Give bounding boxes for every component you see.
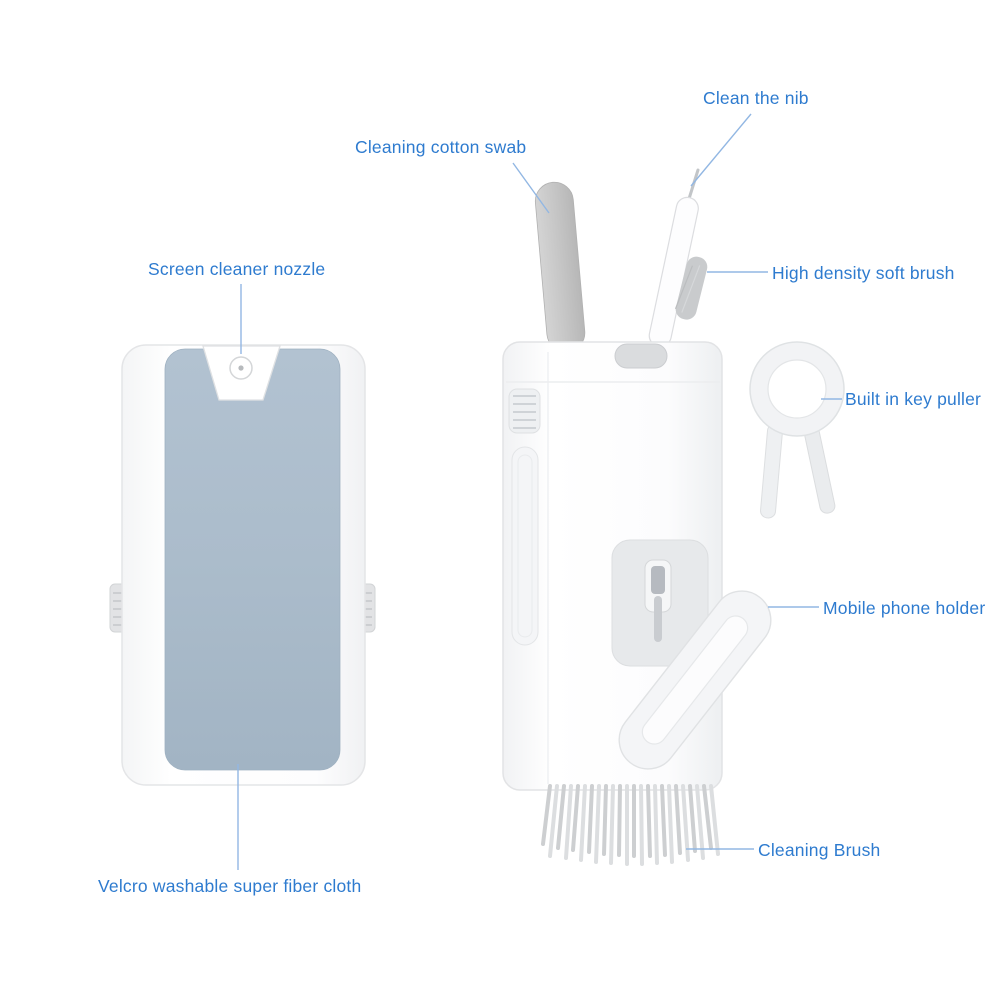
cotton-swab [534,181,586,353]
callout-clean-the-nib: Clean the nib [703,88,809,108]
pen-slot [614,343,668,369]
leader-clean-nib [690,113,752,187]
side-groove [511,446,539,646]
grip-ridges [508,388,541,434]
soft-brush [674,256,708,320]
fiber-cloth-panel [164,348,341,771]
nozzle-hole [238,365,244,371]
callout-soft-brush: High density soft brush [772,263,955,283]
phone-holder-arm [618,590,772,770]
callout-cleaning-brush: Cleaning Brush [758,840,881,860]
spray-bottle [109,344,376,786]
brush-bristles [541,784,720,866]
nib-wire [686,168,700,204]
key-puller-tool [749,341,845,519]
callout-fiber-cloth: Velcro washable super fiber cloth [98,876,362,896]
callout-phone-holder: Mobile phone holder [823,598,986,618]
callout-key-puller: Built in key puller [845,389,982,409]
leader-cotton-swab [512,162,550,214]
callout-screen-nozzle: Screen cleaner nozzle [148,259,326,279]
callout-cotton-swab: Cleaning cotton swab [355,137,527,157]
center-recess [611,539,709,667]
